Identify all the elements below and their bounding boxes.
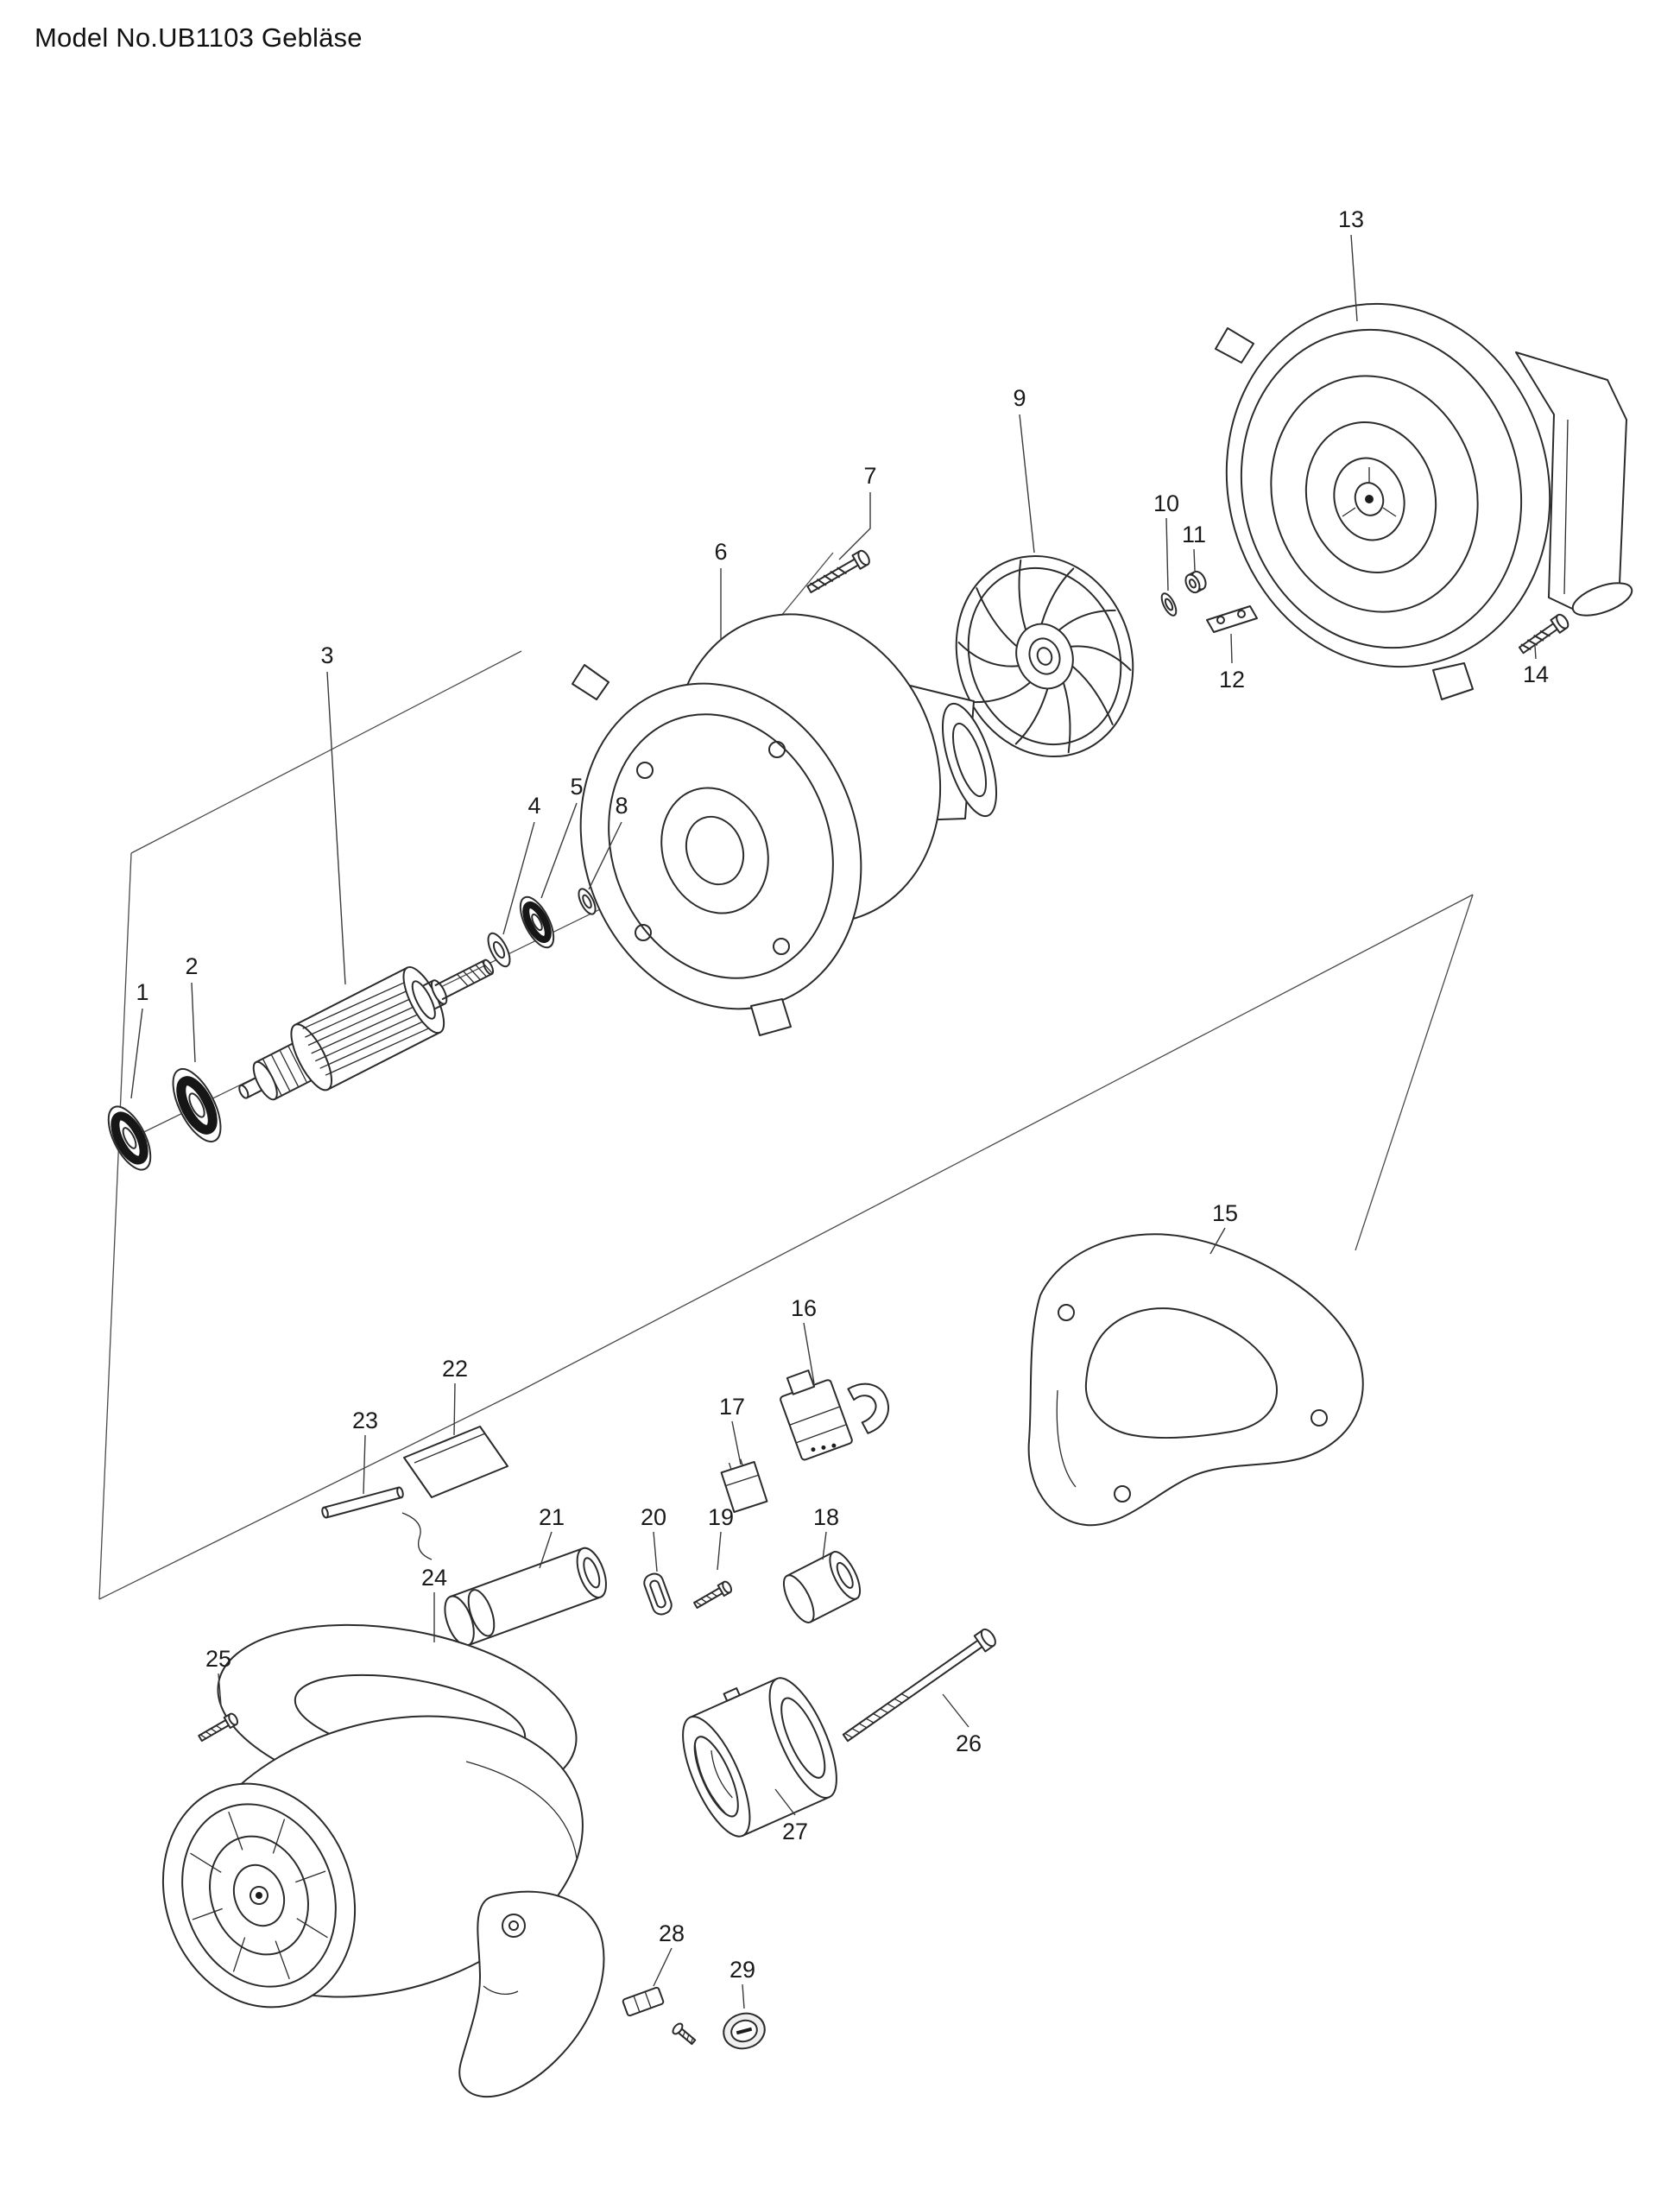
part-label-23: 23 — [352, 1408, 378, 1433]
part-label-28: 28 — [659, 1920, 685, 1946]
part-label-14: 14 — [1523, 661, 1549, 687]
part-25-screw — [198, 1712, 239, 1743]
part-label-15: 15 — [1212, 1200, 1238, 1226]
part-17-capacitor — [720, 1458, 768, 1514]
part-labels: 1 2 3 4 5 6 7 8 9 10 11 12 13 14 15 16 1… — [136, 206, 1549, 1983]
part-21-pipe — [444, 1547, 607, 1647]
part-16-switch — [780, 1370, 889, 1461]
part-label-12: 12 — [1219, 667, 1245, 693]
part-12-plate — [1206, 605, 1258, 633]
part-3-armature — [238, 958, 495, 1101]
part-22-name-plate — [403, 1426, 508, 1498]
part-label-25: 25 — [205, 1646, 231, 1672]
part-label-26: 26 — [956, 1730, 982, 1756]
part-label-5: 5 — [570, 774, 583, 800]
part-6-blower-housing — [572, 613, 998, 1036]
part-1-ball-bearing — [107, 1105, 152, 1171]
part-5-ball-bearing — [519, 895, 555, 949]
part-label-16: 16 — [791, 1295, 817, 1321]
part-7-screw — [806, 549, 870, 593]
part-label-22: 22 — [442, 1356, 468, 1382]
part-26-long-screw — [842, 1628, 996, 1743]
part-19-screw — [693, 1580, 733, 1610]
part-4-flat-washer — [487, 932, 511, 968]
part-18-noise-suppressor — [782, 1551, 862, 1623]
part-20-strain-relief — [643, 1572, 673, 1616]
part-label-6: 6 — [714, 539, 727, 565]
part-label-13: 13 — [1338, 206, 1364, 232]
part-label-18: 18 — [813, 1504, 839, 1530]
part-15-handle-cover — [1027, 1233, 1364, 1527]
page-title: Model No.UB1103 Gebläse — [35, 22, 363, 53]
part-label-24: 24 — [421, 1565, 447, 1591]
part-label-10: 10 — [1153, 490, 1179, 516]
part-label-21: 21 — [539, 1504, 565, 1530]
part-label-1: 1 — [136, 979, 148, 1005]
part-24-motor-housing — [161, 1623, 605, 2098]
part-8-ring — [578, 888, 597, 915]
part-label-11: 11 — [1182, 522, 1206, 547]
part-27-field-stator — [682, 1677, 837, 1838]
part-label-19: 19 — [708, 1504, 734, 1530]
part-label-29: 29 — [729, 1957, 755, 1983]
part-label-17: 17 — [719, 1394, 745, 1420]
leader-lines — [130, 234, 1537, 2009]
part-13-blower-cover — [1215, 302, 1633, 700]
part-28-terminal — [622, 1986, 697, 2046]
part-label-8: 8 — [615, 793, 628, 819]
part-10-washer — [1160, 592, 1178, 617]
part-label-27: 27 — [782, 1819, 808, 1844]
part-11-nut — [1184, 570, 1207, 594]
part-label-9: 9 — [1013, 385, 1026, 411]
part-label-20: 20 — [641, 1504, 666, 1530]
part-label-2: 2 — [185, 953, 198, 979]
part-9-fan-impeller — [955, 554, 1134, 758]
part-2-ball-bearing — [172, 1068, 222, 1142]
part-label-3: 3 — [320, 642, 333, 668]
part-label-4: 4 — [527, 793, 540, 819]
part-label-7: 7 — [863, 463, 876, 489]
part-29-cap — [723, 2012, 766, 2050]
part-23-pin — [321, 1486, 433, 1560]
part-14-screw — [1518, 613, 1569, 655]
